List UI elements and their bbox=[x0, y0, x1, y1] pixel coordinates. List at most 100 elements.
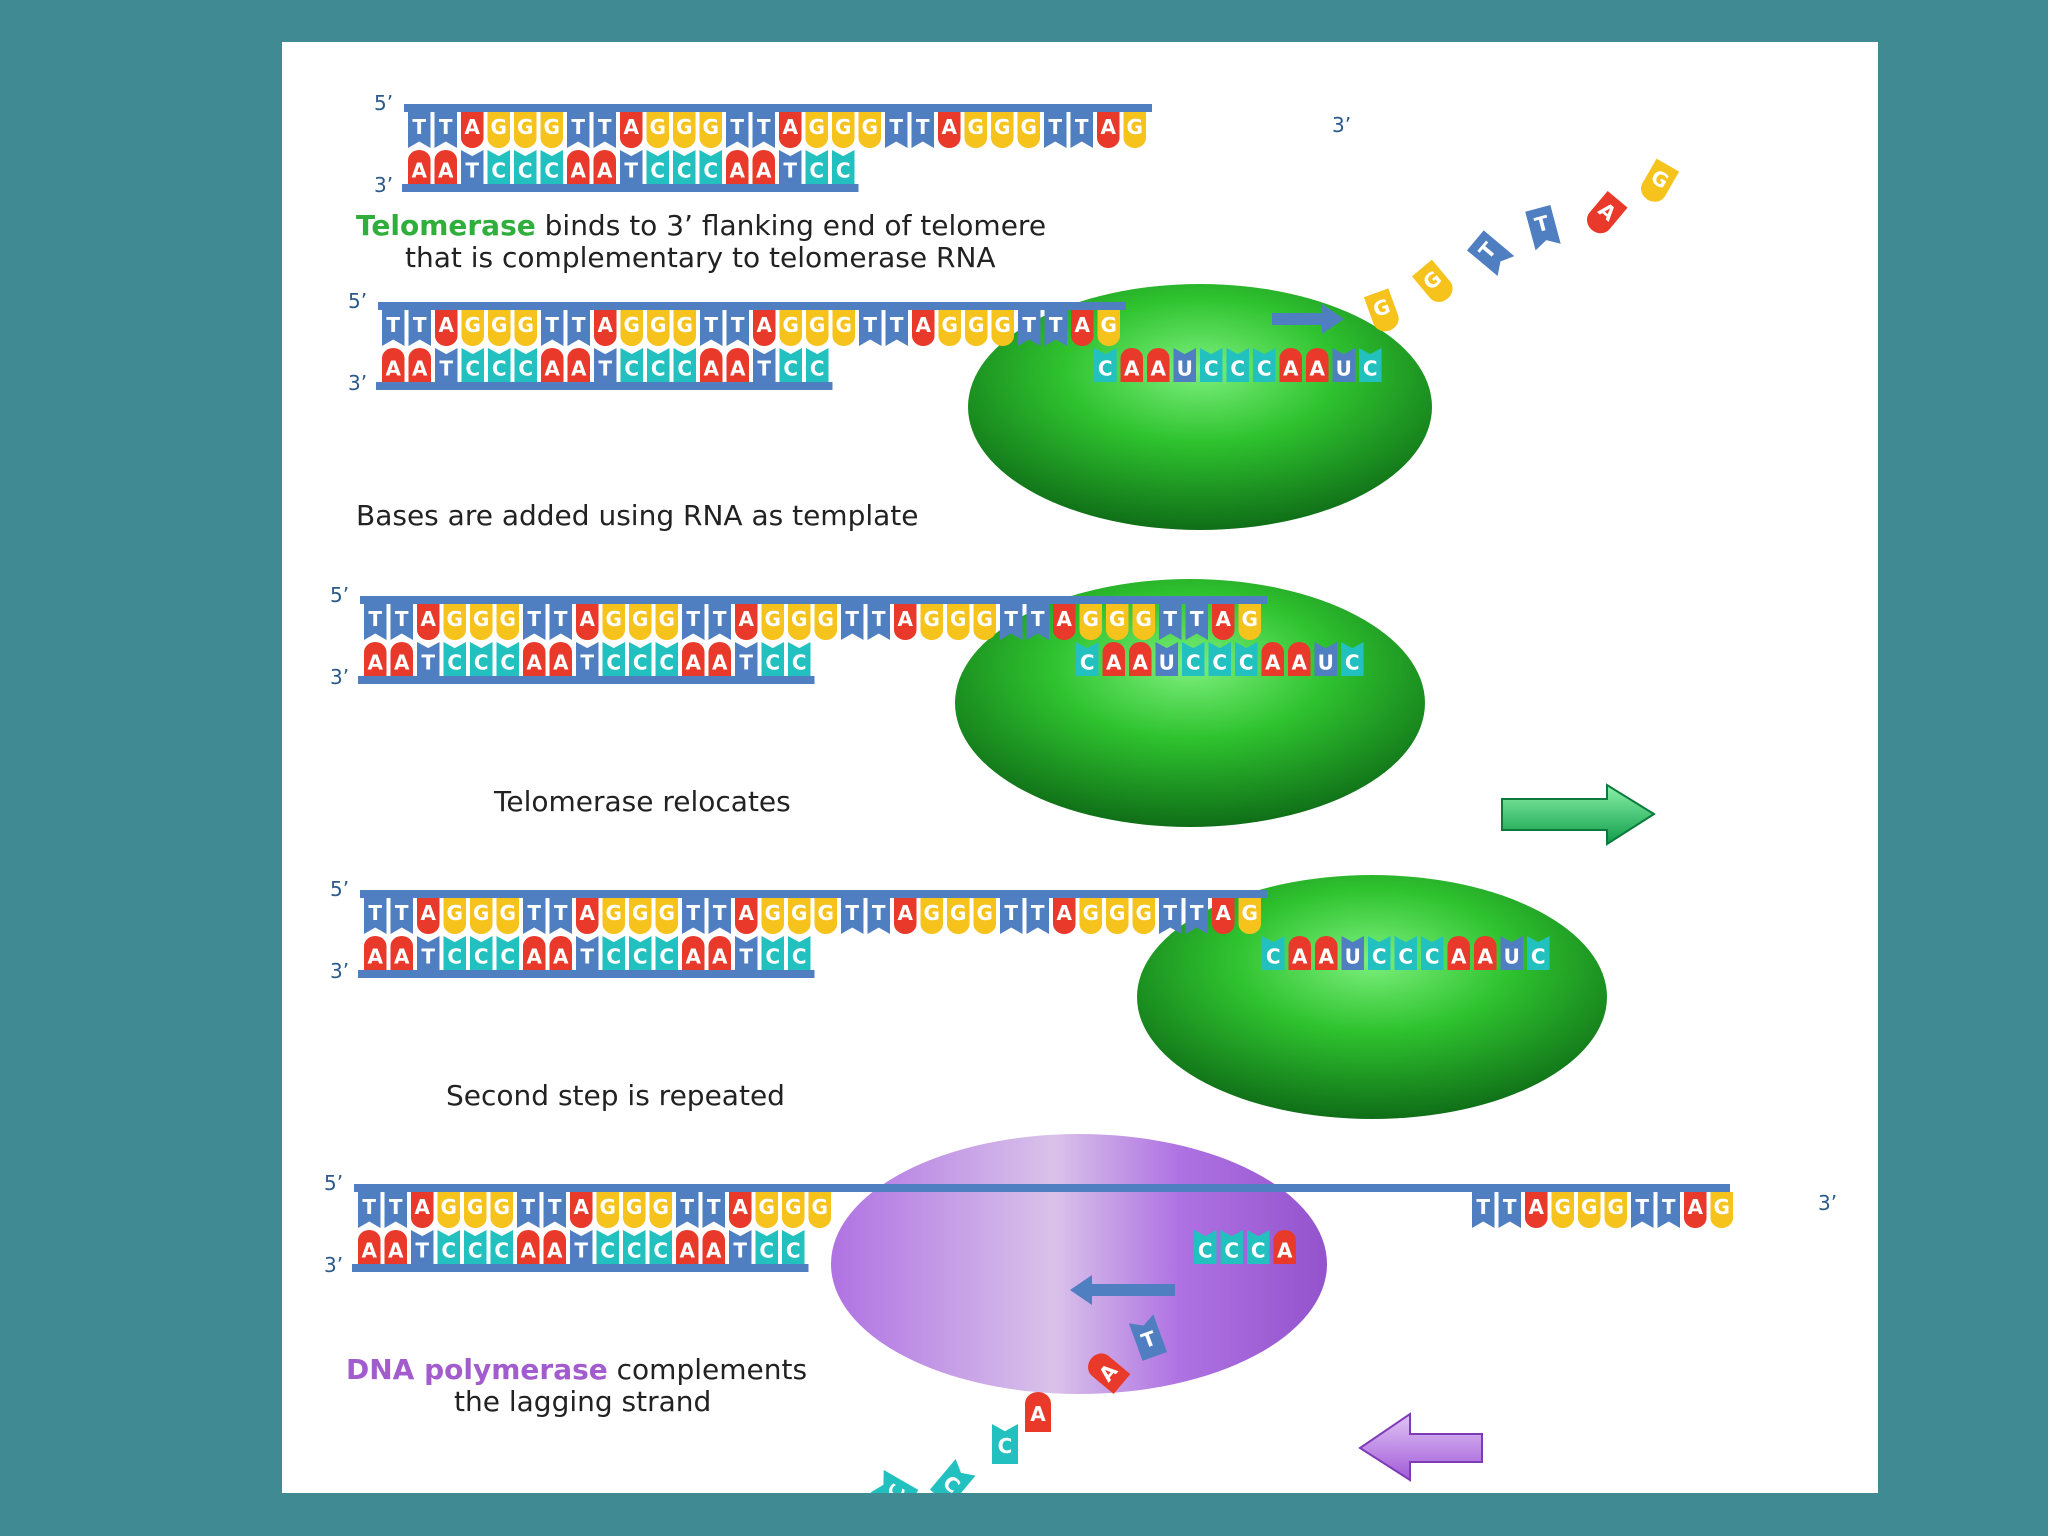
lagging-base bbox=[676, 1230, 699, 1264]
lagging-base-letter: C bbox=[792, 650, 807, 674]
backbone-top bbox=[404, 104, 1152, 112]
primer-base-letter: A bbox=[1277, 1238, 1293, 1262]
free-nucleotide-polymerase: A bbox=[1088, 1353, 1131, 1395]
leading-base-letter: G bbox=[942, 313, 958, 337]
leading-base-letter: T bbox=[527, 901, 541, 925]
leading-base bbox=[443, 604, 466, 640]
leading-base bbox=[676, 1192, 699, 1228]
caption-step1: Telomerase binds to 3’ flanking end of t… bbox=[356, 210, 1046, 242]
leading-base-letter: T bbox=[1075, 115, 1089, 139]
leading-base-letter: T bbox=[845, 901, 859, 925]
rna-base-letter: A bbox=[1292, 650, 1308, 674]
lagging-base bbox=[673, 348, 696, 382]
leading-base bbox=[434, 112, 457, 148]
leading-base bbox=[729, 1192, 752, 1228]
rna-base bbox=[1262, 936, 1285, 970]
lagging-base bbox=[517, 1230, 540, 1264]
lagging-base-letter: C bbox=[677, 356, 692, 380]
leading-base-letter: T bbox=[707, 1195, 721, 1219]
leading-base-letter: G bbox=[1083, 901, 1099, 925]
lagging-base-letter: A bbox=[438, 158, 454, 182]
leading-base-letter: T bbox=[572, 313, 586, 337]
leading-base-letter: T bbox=[1004, 901, 1018, 925]
lagging-base-letter: C bbox=[606, 650, 621, 674]
free-nucleotide-letter: T bbox=[1532, 210, 1552, 237]
lagging-base bbox=[443, 642, 466, 676]
lagging-base-letter: A bbox=[527, 650, 543, 674]
telomerase-label: Telomerase bbox=[356, 209, 536, 242]
leading-base-letter: G bbox=[765, 901, 781, 925]
leading-base-letter: T bbox=[713, 901, 727, 925]
lagging-base-letter: A bbox=[730, 158, 746, 182]
rna-base bbox=[1421, 936, 1444, 970]
leading-base bbox=[655, 898, 678, 934]
lagging-base bbox=[364, 936, 387, 970]
leading-base bbox=[938, 310, 961, 346]
leading-base-letter: G bbox=[494, 1195, 510, 1219]
rna-base bbox=[1182, 642, 1205, 676]
polymerase-direction-arrow-icon bbox=[1358, 1412, 1483, 1482]
rna-base bbox=[1500, 936, 1523, 970]
lagging-base bbox=[788, 936, 811, 970]
leading-base bbox=[841, 898, 864, 934]
leading-base-letter: G bbox=[1083, 607, 1099, 631]
leading-base bbox=[832, 112, 855, 148]
lagging-base bbox=[620, 348, 643, 382]
leading-base bbox=[991, 112, 1014, 148]
leading-base bbox=[411, 1192, 434, 1228]
leading-base-letter: T bbox=[439, 115, 453, 139]
leading-base-letter: G bbox=[791, 901, 807, 925]
rna-base bbox=[1253, 348, 1276, 382]
dna-polymerase-label: DNA polymerase bbox=[346, 1353, 608, 1386]
free-nucleotide-polymerase: C bbox=[992, 1424, 1018, 1464]
lagging-base-letter: T bbox=[580, 650, 594, 674]
leading-base bbox=[788, 898, 811, 934]
leading-base-letter: A bbox=[415, 1195, 431, 1219]
lagging-base bbox=[596, 1230, 619, 1264]
rna-base-letter: U bbox=[1177, 356, 1193, 380]
rna-base-letter: C bbox=[1186, 650, 1201, 674]
leading-base-letter: T bbox=[889, 115, 903, 139]
rna-base bbox=[1261, 642, 1284, 676]
lagging-base-letter: A bbox=[386, 356, 402, 380]
leading-base-letter: A bbox=[1057, 901, 1073, 925]
rna-base-letter: A bbox=[1310, 356, 1326, 380]
leading-base-letter: G bbox=[606, 901, 622, 925]
backbone-top bbox=[360, 890, 1267, 898]
leading-right-base-letter: T bbox=[1662, 1195, 1676, 1219]
leading-base bbox=[761, 604, 784, 640]
lagging-base-letter: A bbox=[571, 356, 587, 380]
leading-base-letter: G bbox=[626, 1195, 642, 1219]
lagging-base bbox=[540, 150, 563, 184]
lagging-base-letter: T bbox=[739, 944, 753, 968]
lagging-base bbox=[470, 936, 493, 970]
leading-base bbox=[488, 310, 511, 346]
polymerase-arrow-blue bbox=[1070, 1275, 1175, 1305]
five-prime-label: 5’ bbox=[330, 583, 349, 607]
lagging-base bbox=[761, 936, 784, 970]
leading-base-letter: T bbox=[389, 1195, 403, 1219]
leading-base-letter: G bbox=[765, 607, 781, 631]
leading-base-letter: G bbox=[491, 313, 507, 337]
lagging-base bbox=[470, 642, 493, 676]
leading-base bbox=[1185, 898, 1208, 934]
leading-base bbox=[682, 604, 705, 640]
leading-base bbox=[384, 1192, 407, 1228]
lagging-base-letter: A bbox=[388, 1238, 404, 1262]
lagging-base bbox=[549, 642, 572, 676]
leading-base bbox=[549, 604, 572, 640]
leading-base bbox=[596, 1192, 619, 1228]
lagging-base-letter: T bbox=[421, 944, 435, 968]
leading-base-letter: G bbox=[447, 901, 463, 925]
free-nucleotide-shape bbox=[1466, 230, 1515, 277]
leading-base bbox=[1000, 898, 1023, 934]
leading-base bbox=[1132, 898, 1155, 934]
leading-base-letter: A bbox=[421, 607, 437, 631]
leading-base-letter: T bbox=[686, 901, 700, 925]
lagging-base-letter: T bbox=[757, 356, 771, 380]
leading-base-letter: A bbox=[624, 115, 640, 139]
leading-base bbox=[620, 310, 643, 346]
primer-base bbox=[1194, 1230, 1217, 1264]
